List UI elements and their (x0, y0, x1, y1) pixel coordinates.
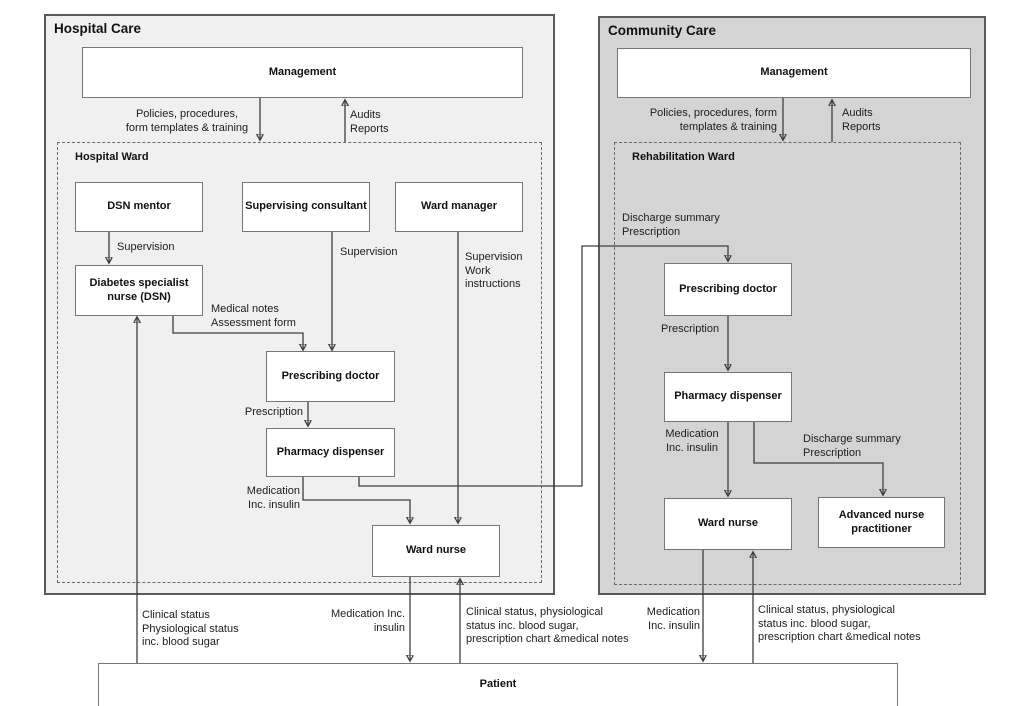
label-community-nurse-medication: Medication Inc. insulin (646, 606, 700, 632)
node-supervising-consultant: Supervising consultant (242, 182, 370, 232)
label-medical-notes: Medical notes Assessment form (211, 303, 296, 329)
node-hospital-pharmacy-dispenser: Pharmacy dispenser (266, 428, 395, 477)
node-community-prescribing-doctor: Prescribing doctor (664, 263, 792, 316)
label-hospital-medication: Medication Inc. insulin (246, 485, 300, 511)
node-community-management: Management (617, 48, 971, 98)
node-community-ward-nurse: Ward nurse (664, 498, 792, 550)
hospital-care-title: Hospital Care (54, 21, 142, 36)
node-diabetes-specialist-nurse: Diabetes specialist nurse (DSN) (75, 265, 203, 316)
label-community-medication: Medication Inc. insulin (665, 428, 719, 454)
rehabilitation-ward-title: Rehabilitation Ward (632, 151, 735, 163)
label-ward-manager-supervision: Supervision Work instructions (465, 251, 523, 291)
label-hospital-audits: Audits Reports (350, 109, 389, 135)
label-consultant-supervision: Supervision (340, 246, 398, 258)
node-community-pharmacy-dispenser: Pharmacy dispenser (664, 372, 792, 422)
node-patient: Patient (98, 663, 898, 706)
node-hospital-prescribing-doctor: Prescribing doctor (266, 351, 395, 402)
label-dsn-patient-clinical: Clinical status Physiological status inc… (142, 609, 239, 649)
label-community-prescription: Prescription (661, 323, 720, 335)
label-hospital-patient-clinical: Clinical status, physiological status in… (466, 606, 629, 646)
node-hospital-management: Management (82, 47, 523, 98)
label-mentor-supervision: Supervision (117, 241, 175, 253)
label-hospital-prescription: Prescription (244, 406, 303, 418)
label-discharge-to-community: Discharge summary Prescription (622, 212, 720, 238)
community-care-title: Community Care (608, 23, 717, 38)
label-hospital-nurse-medication: Medication Inc. insulin (331, 608, 405, 634)
label-community-audits: Audits Reports (842, 107, 881, 133)
node-hospital-ward-nurse: Ward nurse (372, 525, 500, 577)
label-community-discharge: Discharge summary Prescription (803, 433, 901, 459)
hospital-ward-title: Hospital Ward (75, 151, 149, 163)
node-advanced-nurse-practitioner: Advanced nurse practitioner (818, 497, 945, 548)
label-community-policies: Policies, procedures, form templates & t… (649, 107, 777, 133)
label-hospital-policies: Policies, procedures, form templates & t… (125, 108, 249, 134)
node-ward-manager: Ward manager (395, 182, 523, 232)
label-community-patient-clinical: Clinical status, physiological status in… (758, 604, 921, 644)
node-dsn-mentor: DSN mentor (75, 182, 203, 232)
